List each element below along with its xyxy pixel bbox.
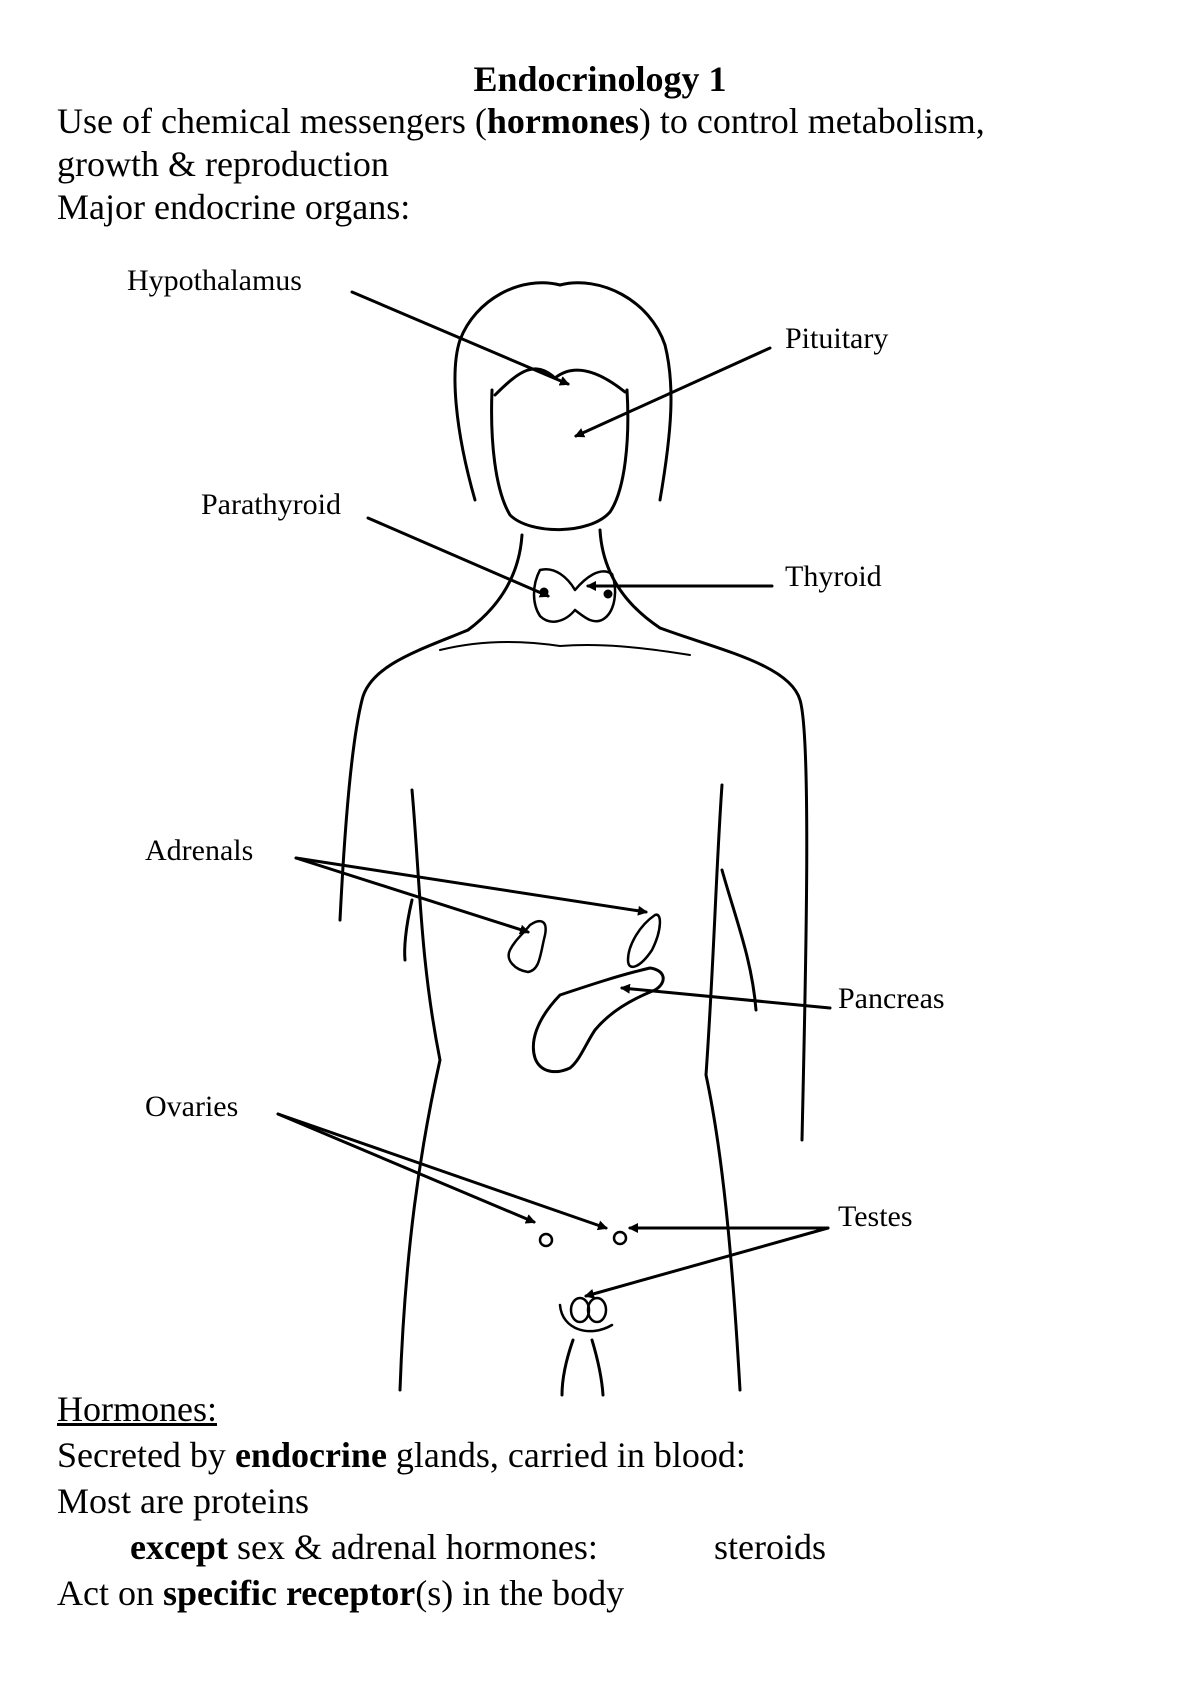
pancreas [531,966,665,1074]
hair-outline [453,281,673,502]
ovary-right [612,1230,628,1246]
endocrine-term: endocrine [234,1435,387,1475]
neck-left [466,533,524,632]
label-hypothalamus: Hypothalamus [127,264,302,297]
except-term: except [130,1527,228,1567]
intro-line-2: growth & reproduction [57,144,389,184]
hormones-line-1: Secreted by endocrine glands, carried in… [57,1435,746,1475]
right-shoulder-arm [658,626,809,1142]
pointer-pancreas [620,983,832,1010]
pointer-parathyroid [366,516,550,598]
collar-line [439,640,691,656]
intro-line-1: Use of chemical messengers (hormones) to… [57,101,985,141]
right-inner-arm [720,868,758,1012]
specific-receptor-term: specific receptor [162,1573,416,1613]
hormones-line-2: Most are proteins [57,1481,309,1521]
hormones-line-3: except sex & adrenal hormones: [130,1527,598,1567]
testis-right [586,1296,608,1324]
left-inner-arm [403,898,414,962]
hormones-line-4: Act on specific receptor(s) in the body [57,1573,625,1613]
pointer-ovaries-2 [276,1112,608,1231]
ovary-left [538,1232,554,1248]
adrenal-right [626,913,662,969]
face-outline [490,388,630,532]
pointer-adrenals-1 [294,856,648,916]
pointer-ovaries-1 [276,1112,536,1224]
label-pituitary: Pituitary [785,322,889,355]
thyroid-gland [532,567,617,623]
label-ovaries: Ovaries [145,1090,239,1123]
label-testes: Testes [838,1200,913,1233]
pointer-testes-2 [584,1226,830,1299]
right-torso-side [704,783,742,1392]
testis-left [569,1296,591,1324]
pointer-pituitary [574,346,772,438]
adrenal-left [507,919,547,974]
intro-line-3: Major endocrine organs: [57,187,411,227]
label-thyroid: Thyroid [785,560,882,593]
pointer-adrenals-2 [294,856,530,935]
left-shoulder-arm [338,628,470,922]
inner-leg-right [590,1338,605,1397]
label-parathyroid: Parathyroid [201,488,341,521]
label-adrenals: Adrenals [145,834,254,867]
steroids-text: steroids [714,1527,826,1567]
scrotum [558,1303,614,1333]
pointer-hypothalamus [350,290,570,386]
page-title: Endocrinology 1 [473,59,727,99]
label-pancreas: Pancreas [838,982,945,1015]
hormones-term: hormones [486,101,639,141]
hormones-heading: Hormones: [57,1389,217,1429]
inner-leg-left [560,1338,575,1397]
